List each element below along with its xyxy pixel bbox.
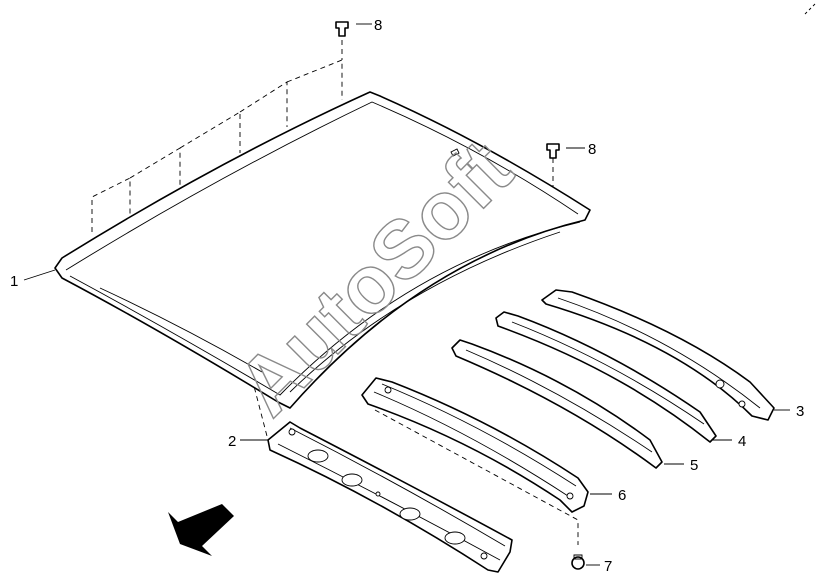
- callout-1: 1: [10, 273, 18, 290]
- callout-7: 7: [604, 558, 612, 575]
- roof-bow-5: [451, 339, 663, 469]
- callout-3: 3: [796, 403, 804, 420]
- corner-mark: [804, 3, 816, 15]
- callout-leaders: [23, 23, 790, 566]
- roof-panel: [54, 91, 591, 409]
- clip-icon: [335, 21, 349, 37]
- bolt-icon: [571, 554, 585, 570]
- callout-8-side: 8: [588, 141, 596, 158]
- callout-2: 2: [228, 433, 236, 450]
- callout-6: 6: [618, 487, 626, 504]
- callout-5: 5: [690, 457, 698, 474]
- callout-4: 4: [738, 433, 746, 450]
- roof-bow-6: [361, 377, 589, 513]
- clip-icon: [546, 143, 560, 159]
- roof-bow-3: [541, 289, 775, 421]
- callout-8-top: 8: [374, 17, 382, 34]
- front-header: [267, 421, 513, 573]
- roof-bow-4: [495, 311, 717, 443]
- arrow-down-left-icon: [168, 504, 234, 556]
